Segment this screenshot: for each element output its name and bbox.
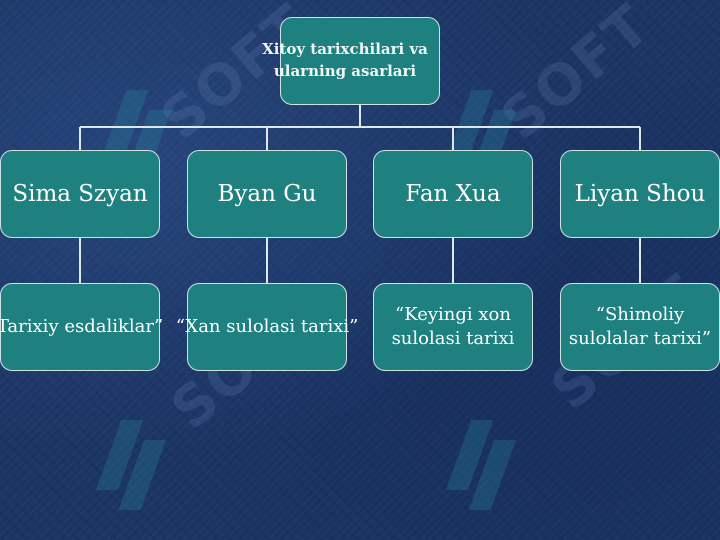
historian-name: Byan Gu [217, 181, 317, 207]
historian-name: Sima Szyan [12, 181, 148, 207]
work-node-fan-xua: “Keyingi xon sulolasi tarixi [373, 283, 533, 371]
work-node-byan-gu: “Xan sulolasi tarixi” [176, 283, 358, 371]
work-title: “Shimoliy sulolalar tarixi” [568, 303, 712, 349]
historian-name: Liyan Shou [574, 181, 706, 207]
historian-node-liyan-shou: Liyan Shou [560, 150, 720, 238]
historian-node-sima-szyan: Sima Szyan [0, 150, 160, 238]
work-title: “Xan sulolasi tarixi” [175, 315, 359, 337]
work-title: Tarixiy esdaliklar” [0, 315, 164, 337]
work-node-liyan-shou: “Shimoliy sulolalar tarixi” [560, 283, 720, 371]
historian-name: Fan Xua [405, 181, 501, 207]
historian-node-byan-gu: Byan Gu [187, 150, 347, 238]
historian-node-fan-xua: Fan Xua [373, 150, 533, 238]
root-title: Xitoy tarixchilari va ularning asarlari [262, 40, 428, 80]
work-title: “Keyingi xon sulolasi tarixi [391, 303, 515, 349]
root-node: Xitoy tarixchilari va ularning asarlari [262, 17, 440, 105]
work-node-sima-szyan: Tarixiy esdaliklar” [0, 283, 164, 371]
